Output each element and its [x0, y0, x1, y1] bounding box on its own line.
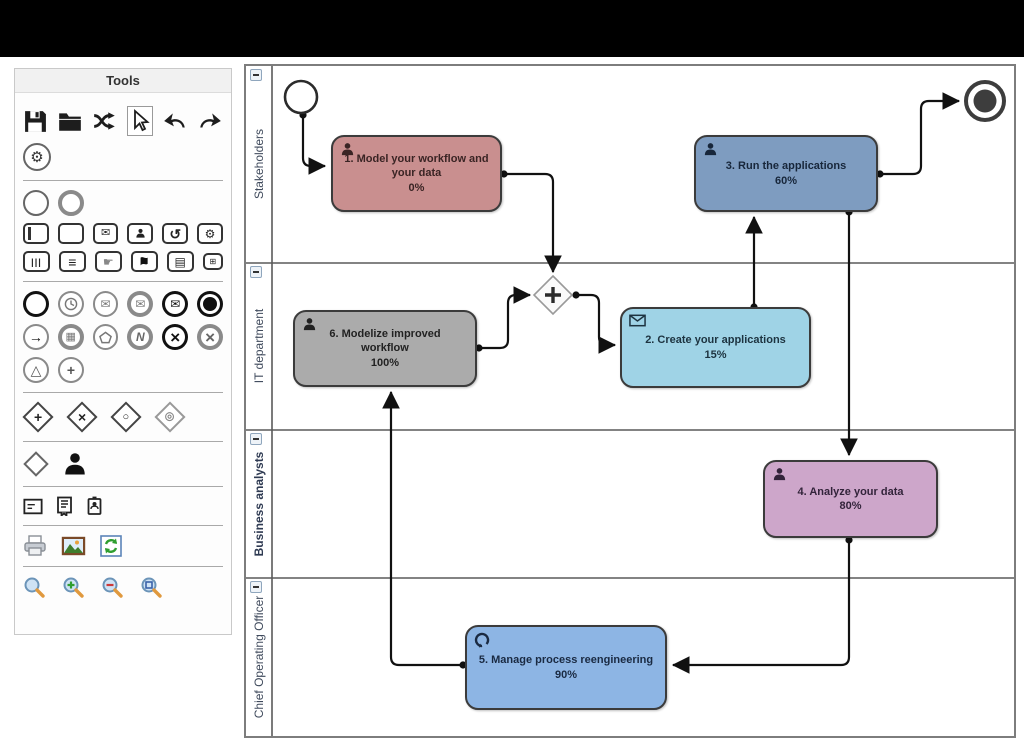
- diagram-svg: [246, 66, 1014, 736]
- multi-instance-task-icon[interactable]: |||: [23, 251, 50, 272]
- user-task-icon: [772, 467, 787, 487]
- user-task-icon[interactable]: [127, 223, 154, 244]
- message-task-icon[interactable]: ✉: [92, 223, 119, 244]
- zoom-icon[interactable]: [23, 576, 46, 599]
- data-object-diamond-icon[interactable]: [23, 451, 49, 477]
- parallel-gateway-icon[interactable]: +: [22, 401, 54, 433]
- exclusive-gateway-icon[interactable]: ×: [66, 401, 98, 433]
- document-bookmark-icon[interactable]: [56, 496, 73, 516]
- start-event-icon[interactable]: [23, 190, 49, 216]
- settings-gear-icon[interactable]: ⚙: [23, 143, 51, 171]
- undo-icon[interactable]: [162, 107, 188, 135]
- service-task-icon[interactable]: ⚙: [197, 223, 223, 244]
- subprocess-task-icon[interactable]: ⊞: [202, 253, 223, 270]
- task-title: 1. Model your workflow and your data: [344, 153, 489, 179]
- call-activity-task-icon[interactable]: [23, 223, 49, 244]
- task-title: 2. Create your applications: [645, 334, 786, 347]
- task-progress: 15%: [704, 348, 727, 361]
- start-event[interactable]: [283, 79, 319, 115]
- annotation-icon[interactable]: [23, 498, 43, 515]
- task-2-create-your-applications[interactable]: 2. Create your applications 15%: [620, 307, 811, 388]
- palette-title: Tools: [15, 69, 231, 93]
- message-event-black-icon[interactable]: ✉: [162, 291, 189, 317]
- lane-collapse-button[interactable]: [250, 433, 262, 445]
- refresh-icon[interactable]: [100, 535, 122, 557]
- diagram-canvas[interactable]: Stakeholders IT department Business anal…: [244, 64, 1016, 738]
- cancel-event-gray-icon[interactable]: ×: [197, 324, 223, 350]
- complex-gateway-icon[interactable]: ◎: [154, 401, 186, 433]
- task-1-model-your-workflow[interactable]: 1. Model your workflow and your data 0%: [331, 135, 502, 212]
- parallel-gateway[interactable]: [532, 274, 574, 316]
- end-event-icon[interactable]: [23, 291, 49, 317]
- task-title: 6. Modelize improved workflow: [329, 328, 441, 354]
- user-task-icon: [302, 317, 317, 337]
- task-progress: 90%: [554, 668, 578, 681]
- terminate-event-icon[interactable]: [197, 291, 224, 317]
- redo-icon[interactable]: [197, 107, 223, 135]
- actor-person-icon[interactable]: [63, 452, 87, 476]
- lane-collapse-button[interactable]: [250, 581, 262, 593]
- task-title: 3. Run the applications: [725, 160, 847, 173]
- manual-lines-task-icon[interactable]: ≡: [58, 251, 86, 272]
- arrow-event-icon[interactable]: →: [23, 324, 49, 350]
- plain-task-icon[interactable]: [57, 223, 84, 244]
- message-task-icon: [629, 314, 646, 332]
- image-icon[interactable]: [61, 536, 86, 556]
- user-task-icon: [340, 142, 355, 162]
- tools-palette: Tools: [14, 68, 232, 635]
- top-black-bar: [0, 0, 1024, 57]
- end-event[interactable]: [964, 80, 1006, 122]
- timer-event-icon[interactable]: [57, 291, 84, 317]
- conditional-event-icon[interactable]: N: [127, 324, 154, 350]
- task-progress: 100%: [370, 356, 400, 369]
- plus-event-icon[interactable]: +: [58, 357, 84, 383]
- loop-task-icon[interactable]: ↺: [162, 223, 189, 244]
- zoom-out-icon[interactable]: [101, 576, 124, 599]
- shuffle-icon[interactable]: [92, 107, 118, 135]
- task-6-modelize-improved-workflow[interactable]: 6. Modelize improved workflow 100%: [293, 310, 477, 387]
- start-event-thick-icon[interactable]: [58, 190, 84, 216]
- zoom-fit-icon[interactable]: [140, 576, 163, 599]
- cancel-event-black-icon[interactable]: ×: [162, 324, 189, 350]
- zoom-in-icon[interactable]: [62, 576, 85, 599]
- print-icon[interactable]: [23, 535, 47, 557]
- sequence-flows: [301, 92, 961, 674]
- lane-collapse-button[interactable]: [250, 266, 262, 278]
- inclusive-gateway-icon[interactable]: ○: [110, 401, 142, 433]
- message-event-gray-icon[interactable]: ✉: [127, 291, 154, 317]
- script-task-icon[interactable]: [130, 251, 158, 272]
- id-badge-icon[interactable]: [86, 496, 103, 516]
- task-4-analyze-your-data[interactable]: 4. Analyze your data 80%: [763, 460, 938, 538]
- save-icon[interactable]: [23, 107, 48, 135]
- task-3-run-the-applications[interactable]: 3. Run the applications 60%: [694, 135, 878, 212]
- hand-task-icon[interactable]: ☛: [94, 251, 122, 272]
- task-progress: 0%: [408, 181, 425, 194]
- task-title: 5. Manage process reengineering: [478, 654, 654, 667]
- user-task-icon: [703, 142, 718, 162]
- message-event-thin-icon[interactable]: ✉: [92, 291, 119, 317]
- cursor-icon[interactable]: [127, 106, 153, 136]
- pentagon-event-icon[interactable]: [92, 324, 119, 350]
- task-progress: 60%: [774, 174, 798, 187]
- lane-collapse-button[interactable]: [250, 69, 262, 81]
- task-progress: 80%: [839, 500, 862, 513]
- triangle-event-icon[interactable]: △: [23, 357, 49, 383]
- loop-task-icon: [474, 632, 490, 653]
- open-folder-icon[interactable]: [57, 107, 83, 135]
- task-title: 4. Analyze your data: [797, 485, 904, 498]
- table-task-icon[interactable]: ▤: [166, 251, 194, 272]
- lane-lines: [246, 66, 1014, 736]
- task-5-manage-process-reengineering[interactable]: 5. Manage process reengineering 90%: [465, 625, 667, 710]
- document-event-icon[interactable]: ▦: [57, 324, 84, 350]
